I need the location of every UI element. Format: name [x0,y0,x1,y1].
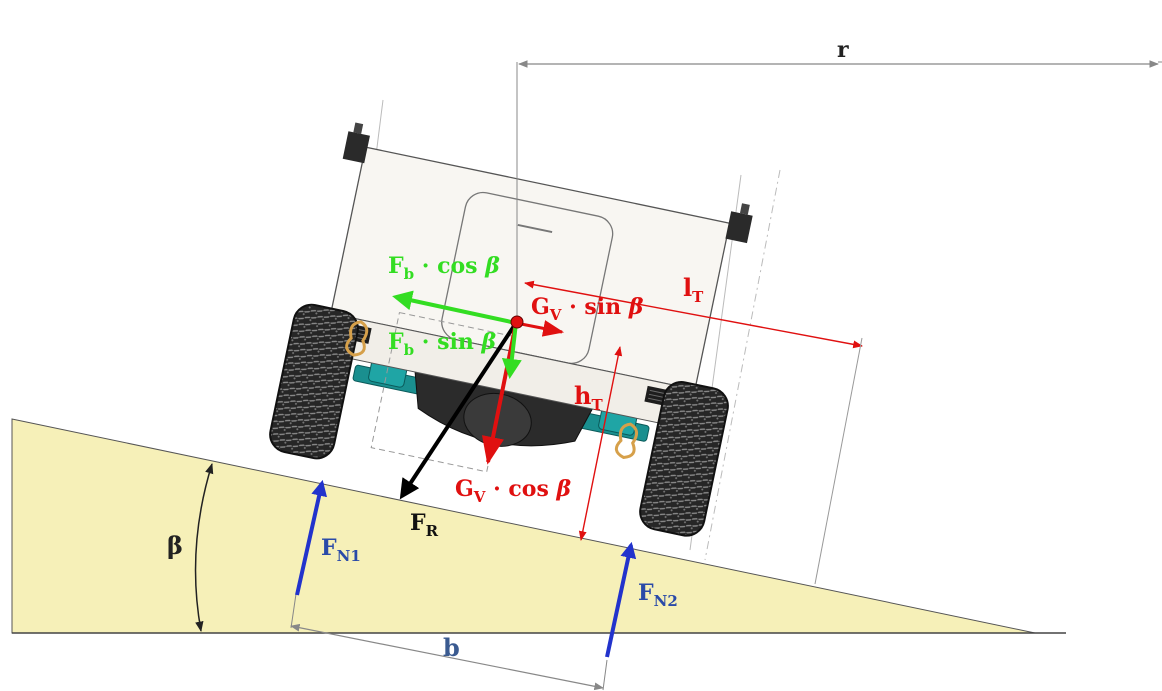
slope-wedge [11,418,1036,634]
force-Gv-sin: GV · sin β [515,294,644,337]
dimension-b: b [290,593,608,691]
dimension-r: r [516,37,1162,322]
wheel-left [269,303,359,460]
label-FN2: FN2 [638,580,678,610]
force-Fb-cos: Fb · cos β [388,253,517,325]
label-b: b [443,633,460,662]
tow-shackle-left [345,320,369,357]
force-FN2: FN2 [605,541,678,658]
dimension-hT: hT [574,346,623,541]
force-FN1: FN1 [295,479,361,596]
construction-box [370,311,516,473]
angle-beta: β [167,462,214,633]
label-Fb-cos: Fb · cos β [388,253,500,283]
label-Fb-sin: Fb · sin β [388,329,497,359]
label-hT: hT [574,381,603,414]
dimension-lT: lT [524,273,863,585]
wheel-right [639,381,729,537]
label-lT: lT [683,273,704,306]
label-r: r [837,37,849,63]
mirror-right [725,203,753,244]
label-Gv-sin: GV · sin β [531,294,644,324]
label-FR: FR [410,510,439,540]
label-FN1: FN1 [321,535,361,565]
mirror-left [342,122,370,164]
label-Gv-cos: GV · cos β [455,476,572,506]
label-beta: β [167,531,183,560]
force-Gv-cos: GV · cos β [455,322,572,506]
center-of-gravity [510,315,524,329]
force-FR: FR [399,321,518,540]
force-Fb-sin: Fb · sin β [388,322,522,379]
